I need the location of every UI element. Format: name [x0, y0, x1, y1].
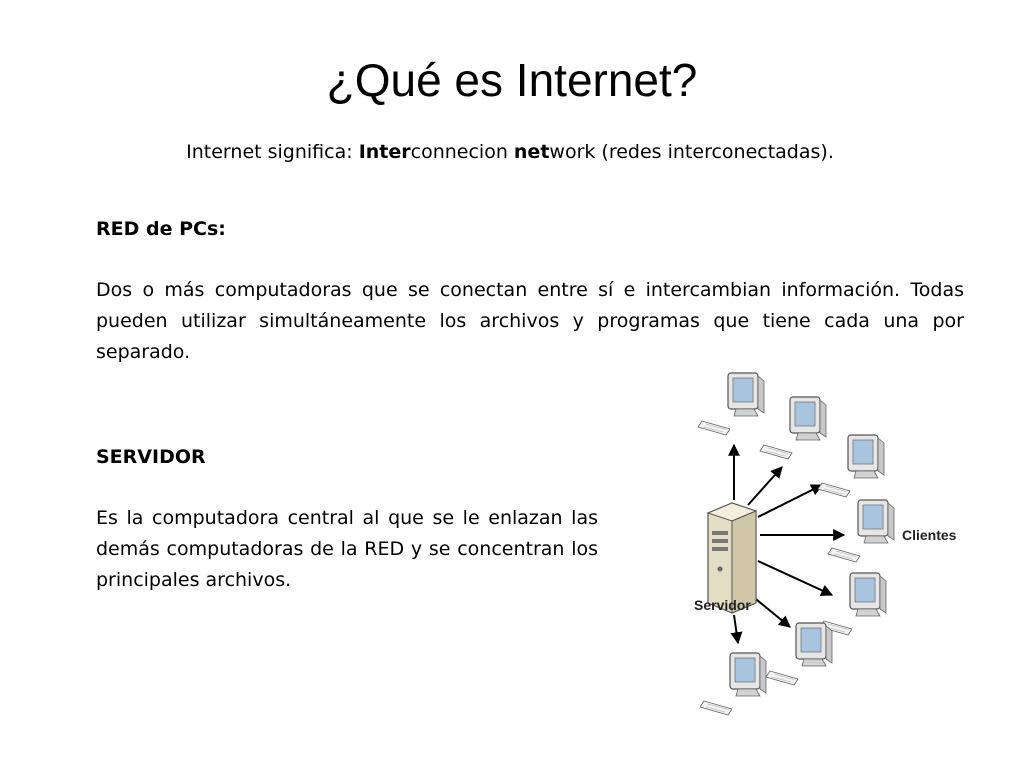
red-section: RED de PCs: Dos o más computadoras que s… — [96, 216, 964, 368]
connection-arrow — [757, 560, 834, 596]
server-label: Servidor — [694, 597, 751, 613]
client-computer-icon — [765, 622, 833, 686]
connection-arrow — [757, 484, 824, 518]
slide-title: ¿Qué es Internet? — [326, 54, 698, 106]
clients-label: Clientes — [902, 527, 957, 543]
connection-arrow — [747, 466, 783, 506]
network-diagram: Clientes Servidor — [694, 372, 957, 716]
servidor-heading: SERVIDOR — [96, 446, 206, 468]
server-icon — [706, 502, 758, 614]
subtitle-prefix: Internet significa: — [186, 141, 359, 163]
servidor-section: SERVIDOR Es la computadora central al qu… — [96, 444, 598, 596]
client-computer-icon — [699, 652, 767, 716]
subtitle-mid: connecion — [410, 141, 514, 163]
red-heading: RED de PCs: — [96, 218, 226, 240]
client-computer-icon — [819, 572, 887, 636]
subtitle-bold-inter: Inter — [358, 141, 411, 163]
subtitle: Internet significa: Interconnecion netwo… — [0, 139, 1020, 165]
red-body: Dos o más computadoras que se conectan e… — [96, 279, 964, 363]
client-computer-icon — [827, 499, 895, 563]
servidor-body: Es la computadora central al que se le e… — [96, 507, 598, 591]
client-computer-icon — [697, 372, 765, 436]
client-computer-icon — [759, 396, 827, 460]
client-computer-icon — [817, 434, 885, 498]
connection-arrow — [730, 614, 743, 645]
subtitle-bold-net: net — [513, 141, 550, 163]
subtitle-suffix: work (redes interconectadas). — [549, 141, 834, 163]
